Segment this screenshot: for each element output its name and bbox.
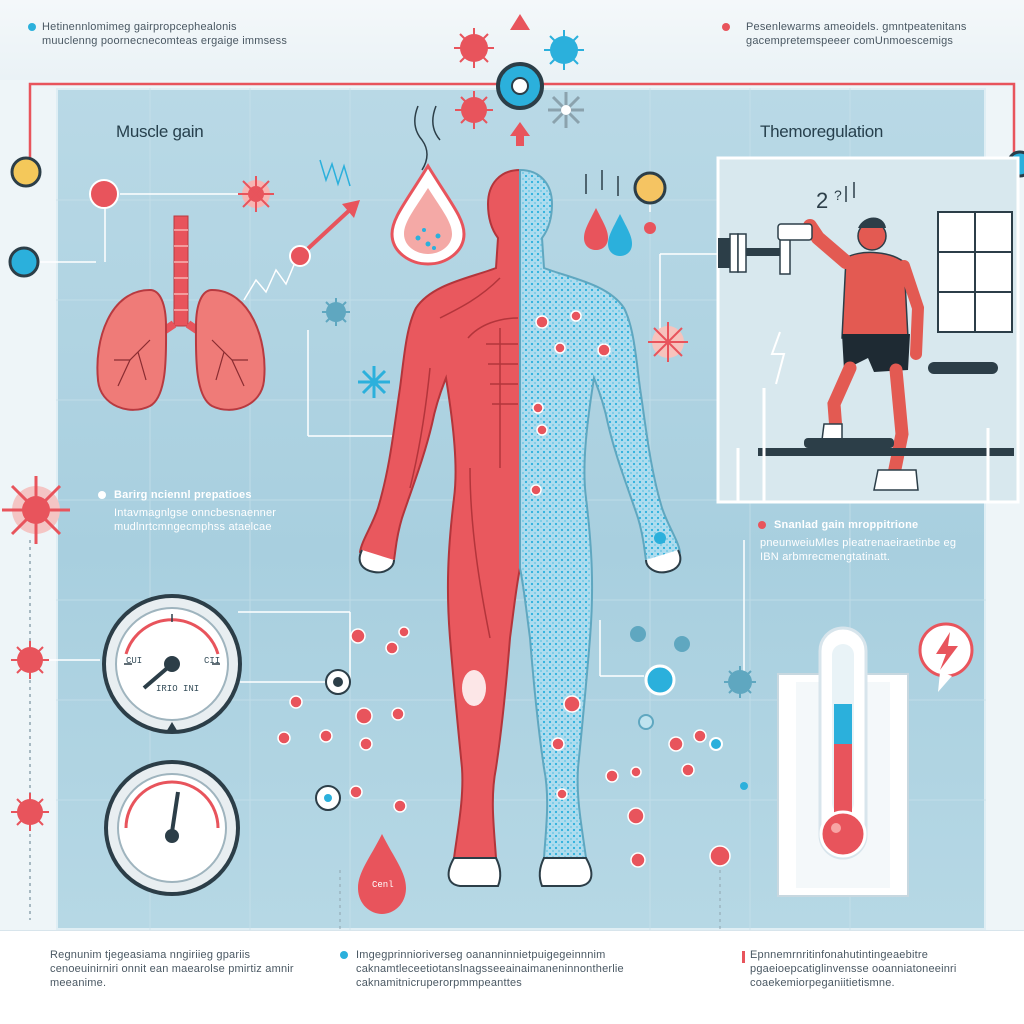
red-bar-icon <box>742 951 745 963</box>
virus-icon <box>648 322 688 362</box>
droplet-icon <box>358 834 406 914</box>
header-caption-left: Hetinennlomimeg gairpropcephealonis muuc… <box>28 20 288 48</box>
gauge-label-right: CII <box>204 656 221 666</box>
gauge-icon <box>102 594 242 734</box>
gauge-icon <box>104 760 240 896</box>
red-node-icon <box>89 179 119 209</box>
gauge-label-lower: IRIO INI <box>156 684 200 694</box>
callout-line: IBN arbmrecmengtatinatt. <box>760 551 891 563</box>
virus-icon <box>674 636 690 652</box>
callout-left: Barirg nciennl prepatioes Intavmagnlgse … <box>98 488 277 534</box>
caption-line: gacempretemspeeer comUnmoescemigs <box>746 35 954 47</box>
blue-bullet-icon <box>28 23 36 31</box>
caption-line: Epnnemrnritinfonahutintingeaebitre <box>750 949 929 961</box>
thermoregulation-title: Themoregulation <box>760 122 884 141</box>
gauge-label-left: CUI <box>126 656 143 666</box>
footer-caption-middle: Imgegprinnioriverseg oananninnietpuigege… <box>340 948 624 990</box>
caption-line: Pesenlewarms ameoidels. gmntpeatenitans <box>746 21 967 33</box>
human-body-figure <box>358 168 682 887</box>
virus-icon <box>238 176 274 212</box>
cell-icon <box>644 664 676 696</box>
svg-text:2: 2 <box>816 188 828 213</box>
blue-node-icon <box>8 246 40 278</box>
callout-line: pneunweiuMles pleatrenaeiraetinbe eg <box>760 537 957 549</box>
virus-icon <box>544 30 584 70</box>
muscle-gain-title: Muscle gain <box>116 122 204 141</box>
footer-caption-right: Epnnemrnritinfonahutintingeaebitre pgaei… <box>742 948 957 990</box>
virus-icon <box>630 626 646 642</box>
caption-line: Hetinennlomimeg gairpropcephealonis <box>42 21 237 33</box>
droplet-icon <box>390 105 466 266</box>
virus-icon <box>2 476 70 544</box>
virus-icon <box>11 793 49 831</box>
snowflake-icon <box>358 366 390 398</box>
thermometer-icon <box>777 626 909 897</box>
caption-line: meeanime. <box>50 977 107 989</box>
yellow-node-icon <box>10 156 42 188</box>
blue-bullet-icon <box>340 951 348 959</box>
callout-line: mudlnrtcmngecmphss ataelcae <box>114 521 272 533</box>
caption-line: Regnunim tjegeasiama nngiriieg gpariis <box>50 949 251 961</box>
virus-icon <box>724 666 756 698</box>
white-bullet-icon <box>98 491 106 499</box>
arrow-up-icon <box>510 14 530 30</box>
droplets-icon <box>584 170 632 256</box>
footer <box>0 930 1024 1024</box>
dumbbell-icon <box>718 227 791 275</box>
caption-line: cenoeuinirniri onnit ean maearolse pmirt… <box>50 963 294 975</box>
drop-label: Cenl <box>372 880 394 890</box>
caption-line: Imgegprinnioriverseg oananninnietpuigege… <box>356 949 606 961</box>
svg-text:?: ? <box>834 187 842 203</box>
red-bullet-icon <box>758 521 766 529</box>
virus-icon <box>322 298 350 326</box>
footer-caption-left: Regnunim tjegeasiama nngiriieg gpariis c… <box>50 948 294 990</box>
callout-line: Intavmagnlgse onncbesnaenner <box>114 507 277 519</box>
lung-icon <box>96 215 266 411</box>
trend-arrow-icon <box>243 159 360 301</box>
header-caption-right: Pesenlewarms ameoidels. gmntpeatenitans … <box>722 20 967 48</box>
virus-icon <box>455 91 493 129</box>
caption-line: pgaeioepcatiglinvensse ooanniatoneeinri <box>750 963 957 975</box>
yellow-node-icon <box>633 171 667 205</box>
snowflake-icon <box>548 92 584 128</box>
caption-line: caknamtleceetiotanslnagsseeainaimaneninn… <box>356 963 624 975</box>
caption-line: caknamitnicruperorpmmpeanttes <box>356 977 522 989</box>
molecule-dots <box>277 626 731 868</box>
red-bullet-icon <box>722 23 730 31</box>
callout-heading: Barirg nciennl prepatioes <box>114 489 252 501</box>
caption-line: coaekemiorpeganiitietismne. <box>750 977 895 989</box>
callout-heading: Snanlad gain mroppitrione <box>774 519 919 531</box>
lightning-icon <box>918 622 974 692</box>
arrow-up-icon <box>510 122 530 146</box>
virus-icon <box>454 28 494 68</box>
caption-line: muuclenng poornecnecomteas ergaige immse… <box>42 35 288 47</box>
virus-icon <box>11 641 49 679</box>
callout-right: Snanlad gain mroppitrione pneunweiuMles … <box>758 518 956 564</box>
gym-scene: 2 ? <box>716 156 1020 504</box>
